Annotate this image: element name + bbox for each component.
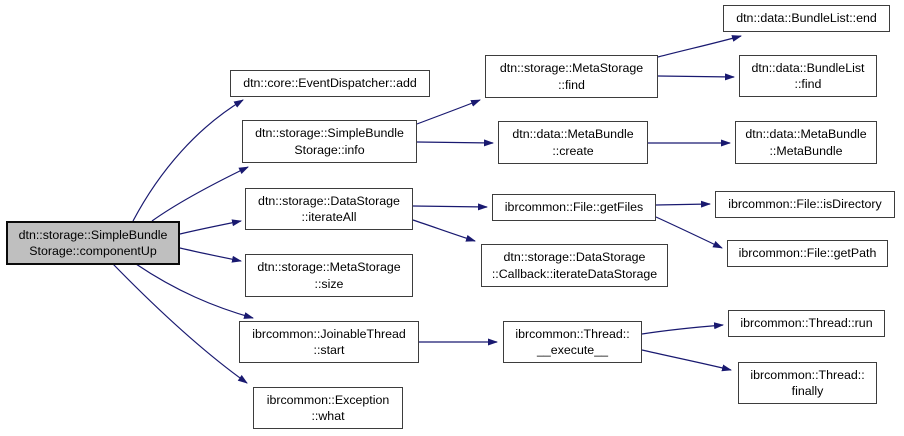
node-BundleList-find[interactable]: dtn::data::BundleList ::find [739, 55, 877, 97]
edge-componentUp-to-EventDispatcher-add [132, 99, 244, 222]
node-Thread-run[interactable]: ibrcommon::Thread::run [728, 310, 885, 337]
node-File-isDirectory[interactable]: ibrcommon::File::isDirectory [715, 191, 895, 218]
node-File-getFiles[interactable]: ibrcommon::File::getFiles [492, 194, 656, 221]
edge-execute-to-Thread-finally [641, 349, 732, 372]
node-Thread-finally[interactable]: ibrcommon::Thread:: finally [738, 362, 877, 404]
edge-execute-to-Thread-run [641, 322, 724, 335]
node-MetaStorage-find[interactable]: dtn::storage::MetaStorage ::find [485, 55, 658, 98]
node-MetaBundle-MetaBundle[interactable]: dtn::data::MetaBundle ::MetaBundle [735, 121, 877, 164]
node-File-getPath[interactable]: ibrcommon::File::getPath [727, 240, 888, 267]
node-MetaStorage-size[interactable]: dtn::storage::MetaStorage ::size [245, 254, 413, 297]
edge-componentUp-to-MetaStorage-size [179, 247, 242, 263]
edge-getFiles-to-File-isDirectory [655, 200, 711, 208]
node-BundleList-end[interactable]: dtn::data::BundleList::end [723, 5, 890, 32]
node-JoinableThread-start[interactable]: ibrcommon::JoinableThread ::start [239, 321, 419, 363]
node-SimpleBundleStorage-info[interactable]: dtn::storage::SimpleBundle Storage::info [242, 120, 417, 163]
edge-componentUp-to-JoinableThread-start [135, 263, 254, 319]
edge-componentUp-to-Exception-what [112, 263, 248, 384]
node-Callback-iterateDataStorage[interactable]: dtn::storage::DataStorage ::Callback::it… [481, 244, 668, 287]
edge-componentUp-to-DataStorage-iterateAll [179, 219, 242, 235]
edge-iterateAll-to-Callback-iterateDataStorage [412, 219, 476, 242]
edge-info-to-MetaBundle-create [416, 139, 494, 147]
edge-find-to-BundleList-end [657, 35, 742, 58]
node-MetaBundle-create[interactable]: dtn::data::MetaBundle ::create [498, 121, 648, 164]
node-DataStorage-iterateAll[interactable]: dtn::storage::DataStorage ::iterateAll [245, 188, 413, 230]
edge-info-to-MetaStorage-find [416, 99, 481, 125]
edge-iterateAll-to-File-getFiles [412, 203, 488, 211]
edge-componentUp-to-SimpleBundleStorage-info [151, 166, 249, 222]
node-EventDispatcher-add[interactable]: dtn::core::EventDispatcher::add [230, 70, 430, 97]
node-componentUp: dtn::storage::SimpleBundle Storage::comp… [6, 221, 180, 265]
edge-find-to-BundleList-find [657, 73, 735, 81]
node-Exception-what[interactable]: ibrcommon::Exception ::what [253, 387, 403, 429]
node-Thread-execute[interactable]: ibrcommon::Thread:: __execute__ [503, 321, 642, 363]
